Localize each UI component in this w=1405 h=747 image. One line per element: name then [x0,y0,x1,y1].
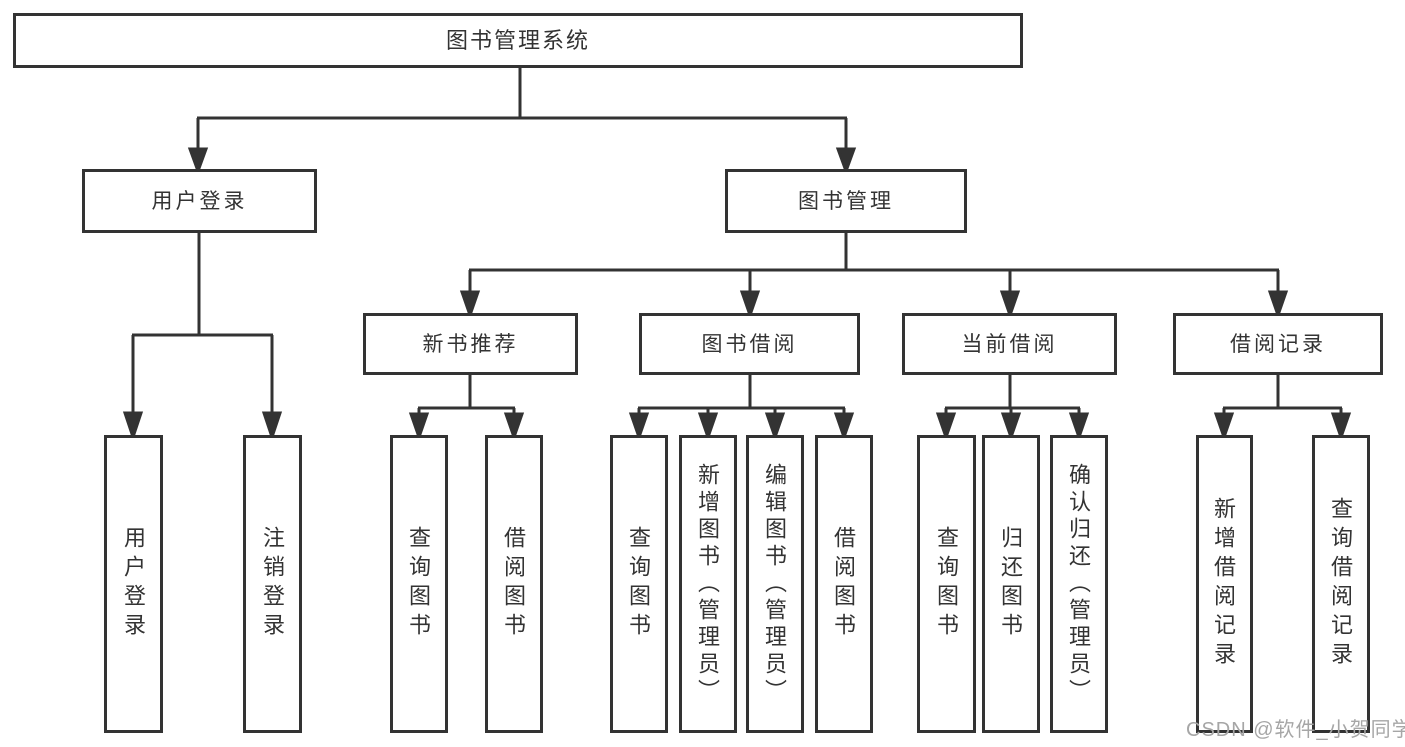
arrowhead [459,290,481,320]
arrowhead [503,412,525,442]
leaf-newbook-borrow: 借阅图书 [485,435,543,733]
leaf-user-login: 用户登录 [104,435,163,733]
leaf-logout: 注销登录 [243,435,302,733]
arrowhead [261,411,283,442]
leaf-borrow-query: 查询图书 [610,435,668,733]
arrowhead [122,411,144,442]
leaf-newbook-query: 查询图书 [390,435,448,733]
leaf-current-query: 查询图书 [917,435,976,733]
arrowhead [1267,290,1289,320]
arrowhead [739,290,761,320]
leaf-records-add: 新增借阅记录 [1196,435,1253,733]
leaf-current-return: 归还图书 [982,435,1040,733]
leaf-current-confirm-admin: 确认归还（管理员） [1050,435,1108,733]
node-new-book-recommend: 新书推荐 [363,313,578,375]
arrowhead [1330,412,1352,442]
arrowhead [1068,412,1090,442]
leaf-borrow-borrow: 借阅图书 [815,435,873,733]
node-user-login: 用户登录 [82,169,317,233]
node-book-borrow: 图书借阅 [639,313,860,375]
arrowhead [1213,412,1235,442]
node-book-management: 图书管理 [725,169,967,233]
node-borrow-records: 借阅记录 [1173,313,1383,375]
arrowhead [187,147,209,176]
arrowhead [835,147,857,176]
arrowhead [1000,412,1022,442]
leaf-borrow-add-admin: 新增图书（管理员） [679,435,737,733]
node-root: 图书管理系统 [13,13,1023,68]
arrowhead [764,412,786,442]
node-current-borrow: 当前借阅 [902,313,1117,375]
arrowhead [999,290,1021,320]
arrowhead [697,412,719,442]
arrowhead [833,412,855,442]
arrowhead [935,412,957,442]
watermark-text: CSDN @软件_小贺同学 [1186,719,1405,741]
arrowhead [408,412,430,442]
leaf-records-query: 查询借阅记录 [1312,435,1370,733]
leaf-borrow-edit-admin: 编辑图书（管理员） [746,435,804,733]
arrowhead [628,412,650,442]
